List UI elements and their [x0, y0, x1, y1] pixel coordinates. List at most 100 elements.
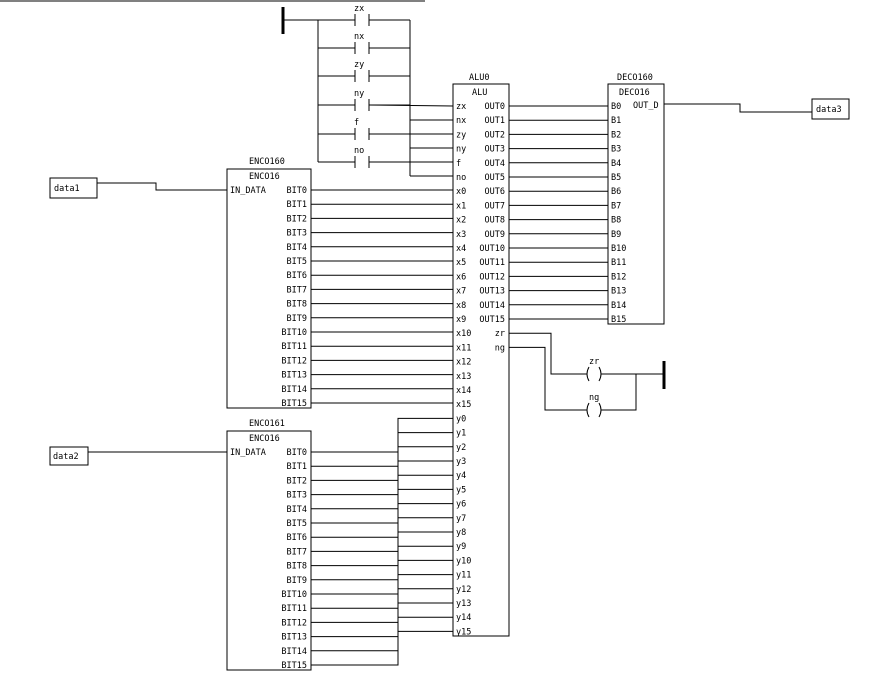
data3-label: data3	[816, 105, 842, 115]
wire-deco-to-data3	[664, 103, 812, 113]
alu-type-label: ALU	[472, 88, 487, 98]
enco1-output-BIT1: BIT1	[287, 462, 307, 472]
deco-input-B14: B14	[611, 301, 626, 311]
deco-input-B5: B5	[611, 173, 621, 183]
alu-input-zy: zy	[456, 130, 466, 140]
alu-input-x8: x8	[456, 301, 466, 311]
alu-input-x15: x15	[456, 400, 471, 410]
enco0-output-BIT7: BIT7	[287, 285, 307, 295]
alu-input-nx: nx	[456, 116, 466, 126]
deco-input-B2: B2	[611, 130, 621, 140]
deco-input-B6: B6	[611, 187, 621, 197]
alu-output-OUT3: OUT3	[485, 145, 505, 155]
wire-data1-to-enco0	[97, 182, 227, 191]
alu-output-OUT12: OUT12	[479, 272, 505, 282]
enco1-output-BIT5: BIT5	[287, 519, 307, 529]
enco1-output-BIT7: BIT7	[287, 547, 307, 557]
enco0-output-BIT1: BIT1	[287, 200, 307, 210]
alu-input-ny: ny	[456, 145, 466, 155]
alu-input-y10: y10	[456, 556, 471, 566]
enco1-output-BIT11: BIT11	[281, 604, 307, 614]
contact-label-f: f	[354, 118, 359, 128]
alu-input-f: f	[456, 159, 461, 169]
deco-input-B1: B1	[611, 116, 621, 126]
deco-type-label: DECO16	[619, 88, 650, 98]
alu-input-x10: x10	[456, 329, 471, 339]
enco0-output-BIT2: BIT2	[287, 214, 307, 224]
alu-output-OUT14: OUT14	[479, 301, 505, 311]
alu-input-y13: y13	[456, 599, 471, 609]
alu-input-x5: x5	[456, 258, 466, 268]
alu-input-y5: y5	[456, 485, 466, 495]
alu-input-x6: x6	[456, 272, 466, 282]
enco0-type-label: ENCO16	[249, 172, 280, 182]
enco1-output-BIT2: BIT2	[287, 476, 307, 486]
enco0-output-BIT8: BIT8	[287, 300, 307, 310]
enco0-block[interactable]	[226, 168, 312, 409]
alu-input-y3: y3	[456, 457, 466, 467]
coil-ng[interactable]	[586, 402, 602, 418]
data2-variable-box[interactable]	[49, 446, 89, 466]
alu-input-y8: y8	[456, 528, 466, 538]
alu-output-OUT7: OUT7	[485, 201, 505, 211]
coil-zr-label: zr	[589, 357, 599, 367]
enco0-output-BIT10: BIT10	[281, 328, 307, 338]
data2-label: data2	[53, 452, 79, 462]
deco-input-B4: B4	[611, 159, 621, 169]
alu-input-y14: y14	[456, 613, 471, 623]
enco0-output-BIT11: BIT11	[281, 342, 307, 352]
alu-input-x0: x0	[456, 187, 466, 197]
alu-input-y0: y0	[456, 414, 466, 424]
alu-output-OUT9: OUT9	[485, 230, 505, 240]
contact-label-ny: ny	[354, 89, 364, 99]
alu-output-OUT11: OUT11	[479, 258, 505, 268]
contact-label-nx: nx	[354, 32, 364, 42]
contact-label-zy: zy	[354, 60, 364, 70]
enco1-output-BIT15: BIT15	[281, 661, 307, 671]
coil-zr[interactable]	[586, 366, 602, 382]
enco1-instance-name: ENCO161	[249, 419, 285, 429]
deco-input-B9: B9	[611, 230, 621, 240]
wire-ny-to-alu	[368, 104, 454, 107]
alu-input-x14: x14	[456, 386, 471, 396]
enco0-output-BIT0: BIT0	[287, 186, 307, 196]
enco1-output-BIT0: BIT0	[287, 448, 307, 458]
alu-output-OUT1: OUT1	[485, 116, 505, 126]
enco0-output-BIT6: BIT6	[287, 271, 307, 281]
enco1-output-BIT8: BIT8	[287, 562, 307, 572]
deco-block[interactable]	[607, 83, 665, 325]
enco1-output-BIT14: BIT14	[281, 647, 307, 657]
data1-label: data1	[54, 184, 80, 194]
enco0-output-BIT4: BIT4	[287, 243, 307, 253]
deco-input-B11: B11	[611, 258, 626, 268]
deco-input-B0: B0	[611, 102, 621, 112]
deco-input-B8: B8	[611, 216, 621, 226]
deco-input-B15: B15	[611, 315, 626, 325]
alu-input-zx: zx	[456, 102, 466, 112]
coils: zr ng	[586, 357, 602, 418]
enco1-output-BIT12: BIT12	[281, 618, 307, 628]
contact-label-zx: zx	[354, 4, 364, 14]
enco1-input-label: IN_DATA	[230, 448, 266, 458]
contact-label-no: no	[354, 146, 364, 156]
alu-input-x4: x4	[456, 244, 466, 254]
alu-input-x2: x2	[456, 216, 466, 226]
deco-input-B13: B13	[611, 287, 626, 297]
alu-input-y6: y6	[456, 500, 466, 510]
wire-enco1-bit15-to-alu	[311, 630, 453, 666]
deco-instance-name: DECO160	[617, 73, 653, 83]
data1-variable-box[interactable]	[49, 177, 98, 199]
enco1-block[interactable]	[226, 430, 312, 671]
alu-output-OUT6: OUT6	[485, 187, 505, 197]
enco1-output-BIT4: BIT4	[287, 505, 307, 515]
alu-output-OUT4: OUT4	[485, 159, 505, 169]
enco1-output-BIT13: BIT13	[281, 633, 307, 643]
wire-ng-to-coil	[509, 346, 587, 411]
data3-variable-box[interactable]	[811, 98, 850, 120]
alu-output-OUT0: OUT0	[485, 102, 505, 112]
alu-output-OUT10: OUT10	[479, 244, 505, 254]
enco1-output-BIT3: BIT3	[287, 491, 307, 501]
coil-ng-label: ng	[589, 393, 599, 403]
function-blocks: ALU0ALUzxnxzynyfnox0x1x2x3x4x5x6x7x8x9x1…	[226, 73, 665, 671]
